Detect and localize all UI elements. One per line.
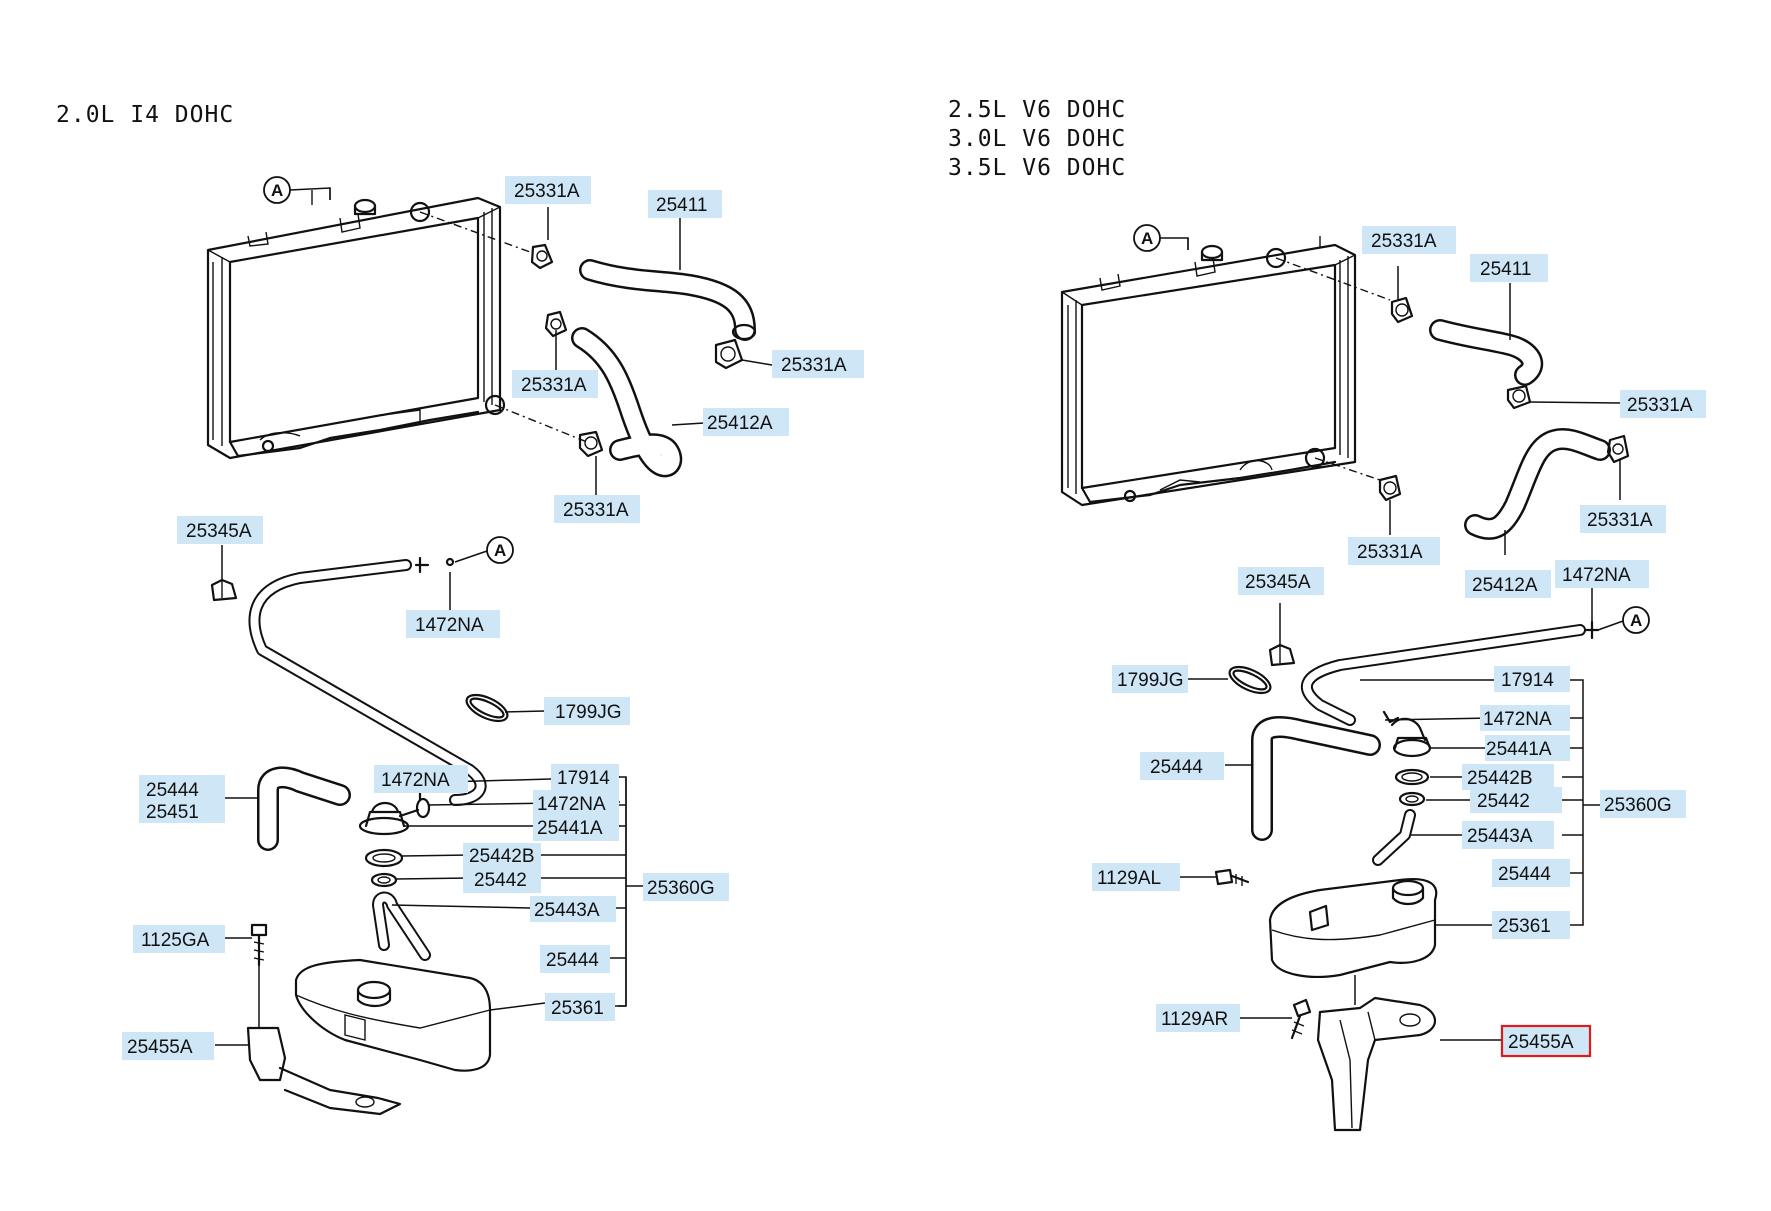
label-left-assy-5[interactable]: 25442 (474, 870, 527, 891)
radiator-right (1060, 236, 1357, 507)
band-left (465, 693, 509, 723)
label-left-assy-2[interactable]: 1472NA (537, 794, 606, 815)
overflow-hose-right (1300, 624, 1586, 726)
label-left-assy-6[interactable]: 25443A (534, 900, 600, 921)
seal-right (1398, 791, 1426, 807)
tank-bracket-right (1316, 996, 1437, 1132)
clamp-right-far (1606, 434, 1630, 464)
label-right-band[interactable]: 1799JG (1117, 670, 1184, 691)
ref-marker-left-bottom: A (494, 541, 506, 560)
ref-marker-right-top: A (1141, 229, 1153, 248)
label-right-clamp-top[interactable]: 25331A (1371, 231, 1437, 252)
label-left-clamp-mid[interactable]: 25331A (521, 375, 587, 396)
small-hose-left (257, 766, 351, 851)
engine-title-right-2: 3.0L V6 DOHC (948, 126, 1126, 152)
label-left-clip-mid[interactable]: 1472NA (381, 770, 450, 791)
clamp-left-top (530, 243, 554, 270)
label-right-assy-6[interactable]: 25443A (1467, 826, 1533, 847)
label-right-clip-top[interactable]: 1472NA (1562, 565, 1631, 586)
bolt-left (250, 923, 268, 967)
tank-bracket-left (246, 1026, 402, 1116)
label-left-bracket[interactable]: 25345A (186, 521, 252, 542)
clamp-left-mid (544, 310, 568, 338)
reservoir-tank-right (1268, 877, 1438, 978)
label-left-upper-hose[interactable]: 25411 (656, 195, 707, 216)
label-right-bolt-b[interactable]: 1129AR (1161, 1009, 1228, 1030)
label-left-clamp-right[interactable]: 25331A (781, 355, 847, 376)
label-left-clamp-top[interactable]: 25331A (514, 181, 580, 202)
label-right-assy-1[interactable]: 17914 (1501, 670, 1554, 691)
label-right-assy-4[interactable]: 25442B (1467, 768, 1533, 789)
reservoir-tank-left (294, 958, 492, 1072)
left-panel: 2.0L I4 DOHC A (56, 102, 864, 1116)
labels-right: 25331A 25411 25331A 25331A 25331A 25412A… (1092, 226, 1706, 1058)
small-hose-right (1251, 716, 1381, 841)
seal-right-b (1394, 768, 1430, 786)
label-left-tank-bracket[interactable]: 25455A (127, 1037, 193, 1058)
engine-title-right-1: 2.5L V6 DOHC (948, 97, 1126, 123)
label-right-assy-group[interactable]: 25360G (1604, 795, 1672, 816)
highlight-box (1500, 1024, 1592, 1058)
label-left-assy-8[interactable]: 25361 (551, 998, 604, 1019)
label-left-lower-hose[interactable]: 25412A (707, 413, 773, 434)
bolt-right-b (1290, 998, 1312, 1040)
label-left-clip-top[interactable]: 1472NA (415, 615, 484, 636)
clamp-right-right (1506, 384, 1532, 410)
label-right-clamp-bottom[interactable]: 25331A (1357, 542, 1423, 563)
label-left-hose-a[interactable]: 25444 (146, 780, 199, 801)
label-left-assy-1[interactable]: 17914 (557, 768, 610, 789)
bracket-left (210, 578, 238, 602)
label-right-clamp-far[interactable]: 25331A (1587, 510, 1653, 531)
label-right-assy-8[interactable]: 25361 (1498, 916, 1551, 937)
label-right-bracket[interactable]: 25345A (1245, 572, 1311, 593)
label-left-hose-b[interactable]: 25451 (146, 802, 199, 823)
label-right-bolt-a[interactable]: 1129AL (1097, 868, 1161, 889)
label-right-lower-hose[interactable]: 25412A (1472, 575, 1538, 596)
label-right-upper-hose[interactable]: 25411 (1480, 259, 1531, 280)
overflow-hose-left (248, 559, 487, 806)
label-right-assy-2[interactable]: 1472NA (1483, 709, 1552, 730)
inlet-pipe-left (372, 891, 431, 961)
inlet-pipe-right (1372, 809, 1416, 866)
label-right-hose-a[interactable]: 25444 (1150, 757, 1203, 778)
band-right (1228, 665, 1272, 695)
right-panel: 2.5L V6 DOHC 3.0L V6 DOHC 3.5L V6 DOHC A (948, 97, 1706, 1132)
label-right-tank-bracket[interactable]: 25455A (1508, 1032, 1574, 1053)
label-right-assy-3[interactable]: 25441A (1486, 739, 1552, 760)
seal-left (370, 872, 398, 888)
seal-left-b (364, 848, 404, 868)
clamp-left-right (714, 338, 744, 370)
labels-left: 25331A 25411 25331A 25331A 25412A 25331A… (122, 176, 864, 1060)
engine-title-left: 2.0L I4 DOHC (56, 102, 234, 128)
clamp-right-bottom (1378, 474, 1402, 502)
label-left-assy-group[interactable]: 25360G (647, 878, 715, 899)
bracket-right (1268, 643, 1296, 667)
ref-marker-right-bottom: A (1630, 611, 1642, 630)
label-left-assy-3[interactable]: 25441A (537, 818, 603, 839)
engine-title-right-3: 3.5L V6 DOHC (948, 155, 1126, 181)
ref-marker-left-top: A (271, 181, 283, 200)
label-right-assy-7[interactable]: 25444 (1498, 864, 1551, 885)
label-left-clamp-bottom[interactable]: 25331A (563, 500, 629, 521)
bolt-right-a (1214, 868, 1250, 886)
upper-hose-right (1429, 319, 1544, 386)
label-right-assy-5[interactable]: 25442 (1477, 791, 1530, 812)
lower-hose-left (571, 327, 683, 478)
label-left-assy-4[interactable]: 25442B (469, 846, 535, 867)
lower-hose-right (1464, 428, 1611, 540)
label-right-clamp-right[interactable]: 25331A (1627, 395, 1693, 416)
radiator-left (206, 188, 506, 460)
clamp-left-bottom (578, 430, 604, 458)
clamp-right-top (1390, 296, 1414, 324)
label-left-band[interactable]: 1799JG (555, 702, 622, 723)
upper-hose-left (579, 259, 757, 341)
label-left-assy-7[interactable]: 25444 (546, 950, 599, 971)
label-left-bolt[interactable]: 1125GA (141, 930, 210, 951)
